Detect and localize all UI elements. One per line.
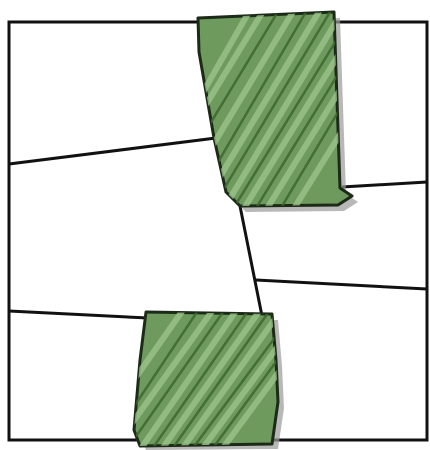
- line-left-upper: [9, 138, 216, 164]
- line-left-lower: [9, 311, 148, 318]
- line-middle-diagonal: [240, 206, 262, 316]
- line-right-middle: [256, 280, 427, 289]
- line-right-upper: [342, 182, 427, 187]
- green-block-bottom: [120, 300, 295, 450]
